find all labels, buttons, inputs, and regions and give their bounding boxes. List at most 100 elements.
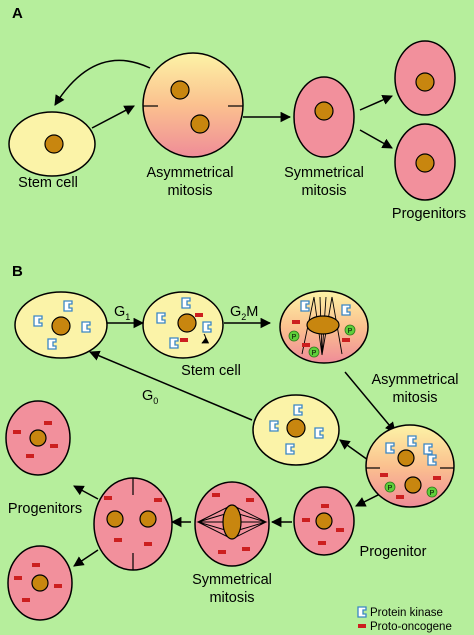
arrow-asym-to-stem-b bbox=[339, 439, 369, 461]
nucleus bbox=[139, 510, 157, 528]
nucleus bbox=[106, 510, 124, 528]
nucleus bbox=[44, 134, 64, 154]
phosphate-icon: P bbox=[384, 481, 396, 493]
proto-oncogene-icon bbox=[50, 444, 58, 448]
legend-item-protein-kinase: Protein kinase bbox=[357, 606, 443, 619]
label-stem-cell-b: Stem cell bbox=[181, 363, 241, 379]
arrow-to-asym-b bbox=[344, 371, 396, 433]
label-g1: G1 bbox=[114, 304, 130, 322]
arrow-sym-to-progenitor-top bbox=[359, 94, 393, 111]
nucleus bbox=[314, 101, 334, 121]
progenitor-cell-b bbox=[293, 486, 355, 556]
nucleus bbox=[51, 316, 71, 336]
symmetrical-mitosis-cell-a bbox=[293, 76, 355, 158]
legend: Protein kinase Proto-oncogene bbox=[357, 606, 452, 633]
nucleus bbox=[31, 574, 49, 592]
proto-oncogene-icon bbox=[180, 338, 188, 342]
label-progenitor-b: Progenitor bbox=[360, 544, 427, 560]
proto-oncogene-icon bbox=[218, 550, 226, 554]
phosphate-icon: P bbox=[426, 486, 438, 498]
proto-oncogene-icon bbox=[32, 563, 40, 567]
nucleus bbox=[415, 72, 435, 92]
proto-oncogene-icon bbox=[104, 496, 112, 500]
panel-a-label: A bbox=[12, 5, 23, 22]
panel-b-label: B bbox=[12, 263, 23, 280]
proto-oncogene-icon bbox=[212, 493, 220, 497]
label-progenitors-b: Progenitors bbox=[8, 501, 82, 517]
proto-oncogene-icon bbox=[302, 343, 310, 347]
label-g2m: G2M bbox=[230, 304, 258, 322]
progenitor-cell-a-top bbox=[394, 40, 456, 116]
legend-label-protein-kinase: Protein kinase bbox=[370, 607, 443, 619]
asymmetrical-mitosis-cell-b: P P bbox=[365, 424, 455, 508]
nucleus bbox=[286, 418, 306, 438]
proto-oncogene-icon bbox=[242, 547, 250, 551]
proto-oncogene-icon bbox=[396, 495, 404, 499]
label-asym-b-line1: Asymmetrical bbox=[371, 372, 458, 388]
stem-cell-b-returned bbox=[252, 394, 340, 466]
stem-cell-b-resting bbox=[14, 291, 108, 359]
proto-oncogene-icon bbox=[321, 504, 329, 508]
label-g0: G0 bbox=[142, 388, 158, 406]
svg-text:P: P bbox=[292, 334, 297, 341]
label-sym-a-line1: Symmetrical bbox=[284, 165, 364, 181]
arrow-g0 bbox=[89, 350, 253, 421]
proto-oncogene-icon bbox=[154, 498, 162, 502]
proto-oncogene-icon bbox=[336, 528, 344, 532]
stem-cell-a bbox=[8, 111, 96, 177]
arrow-sym-to-progenitor-bottom bbox=[359, 129, 393, 149]
stem-cell-b-g2m: P P P bbox=[279, 290, 369, 364]
proto-oncogene-icon bbox=[302, 518, 310, 522]
proto-oncogene-icon bbox=[54, 584, 62, 588]
progenitor-cell-a-bottom bbox=[394, 123, 456, 201]
legend-label-proto-oncogene: Proto-oncogene bbox=[370, 621, 452, 633]
nucleus bbox=[397, 449, 415, 467]
proto-oncogene-icon bbox=[44, 421, 52, 425]
condensed-nucleus bbox=[222, 504, 242, 540]
proto-oncogene-icon bbox=[22, 598, 30, 602]
proto-oncogene-icon bbox=[114, 538, 122, 542]
asymmetrical-mitosis-cell-a bbox=[142, 52, 244, 158]
nucleus bbox=[170, 80, 190, 100]
proto-oncogene-icon bbox=[144, 542, 152, 546]
svg-text:P: P bbox=[430, 490, 435, 497]
nucleus bbox=[415, 153, 435, 173]
phosphate-icon: P bbox=[344, 324, 356, 336]
proto-oncogene-icon bbox=[358, 624, 366, 628]
label-asym-a-line2: mitosis bbox=[167, 183, 212, 199]
proto-oncogene-icon bbox=[14, 576, 22, 580]
protein-kinase-icon bbox=[357, 606, 367, 618]
nucleus bbox=[315, 512, 333, 530]
proto-oncogene-icon bbox=[26, 454, 34, 458]
proto-oncogene-icon bbox=[292, 320, 300, 324]
label-stem-cell-a: Stem cell bbox=[18, 175, 78, 191]
dividing-progenitor-cell-b bbox=[93, 477, 173, 571]
proto-oncogene-icon bbox=[195, 313, 203, 317]
nucleus bbox=[177, 313, 197, 333]
svg-text:P: P bbox=[348, 328, 353, 335]
label-sym-a-line2: mitosis bbox=[301, 183, 346, 199]
proto-oncogene-icon bbox=[380, 473, 388, 477]
arrow-to-progenitor-b-top bbox=[73, 485, 99, 500]
progenitor-cell-b-top bbox=[5, 400, 71, 476]
label-asym-a-line1: Asymmetrical bbox=[146, 165, 233, 181]
legend-item-proto-oncogene: Proto-oncogene bbox=[358, 621, 452, 633]
progenitor-cell-b-bottom bbox=[7, 545, 73, 621]
svg-text:P: P bbox=[388, 485, 393, 492]
phosphate-icon: P bbox=[308, 346, 320, 358]
svg-text:P: P bbox=[312, 350, 317, 357]
label-progenitors-a: Progenitors bbox=[392, 206, 466, 222]
proto-oncogene-icon bbox=[246, 498, 254, 502]
stem-cell-b-g1 bbox=[142, 291, 224, 359]
label-asym-b-line2: mitosis bbox=[392, 390, 437, 406]
proto-oncogene-icon bbox=[342, 338, 350, 342]
activation-arrow bbox=[201, 333, 210, 344]
symmetrical-mitosis-cell-b bbox=[194, 481, 270, 567]
nucleus bbox=[404, 476, 422, 494]
label-sym-b-line2: mitosis bbox=[209, 590, 254, 606]
arrow-to-progenitor-b-bottom bbox=[73, 549, 99, 567]
arrow-stem-to-asym bbox=[91, 105, 135, 129]
proto-oncogene-icon bbox=[318, 541, 326, 545]
nucleus bbox=[190, 114, 210, 134]
